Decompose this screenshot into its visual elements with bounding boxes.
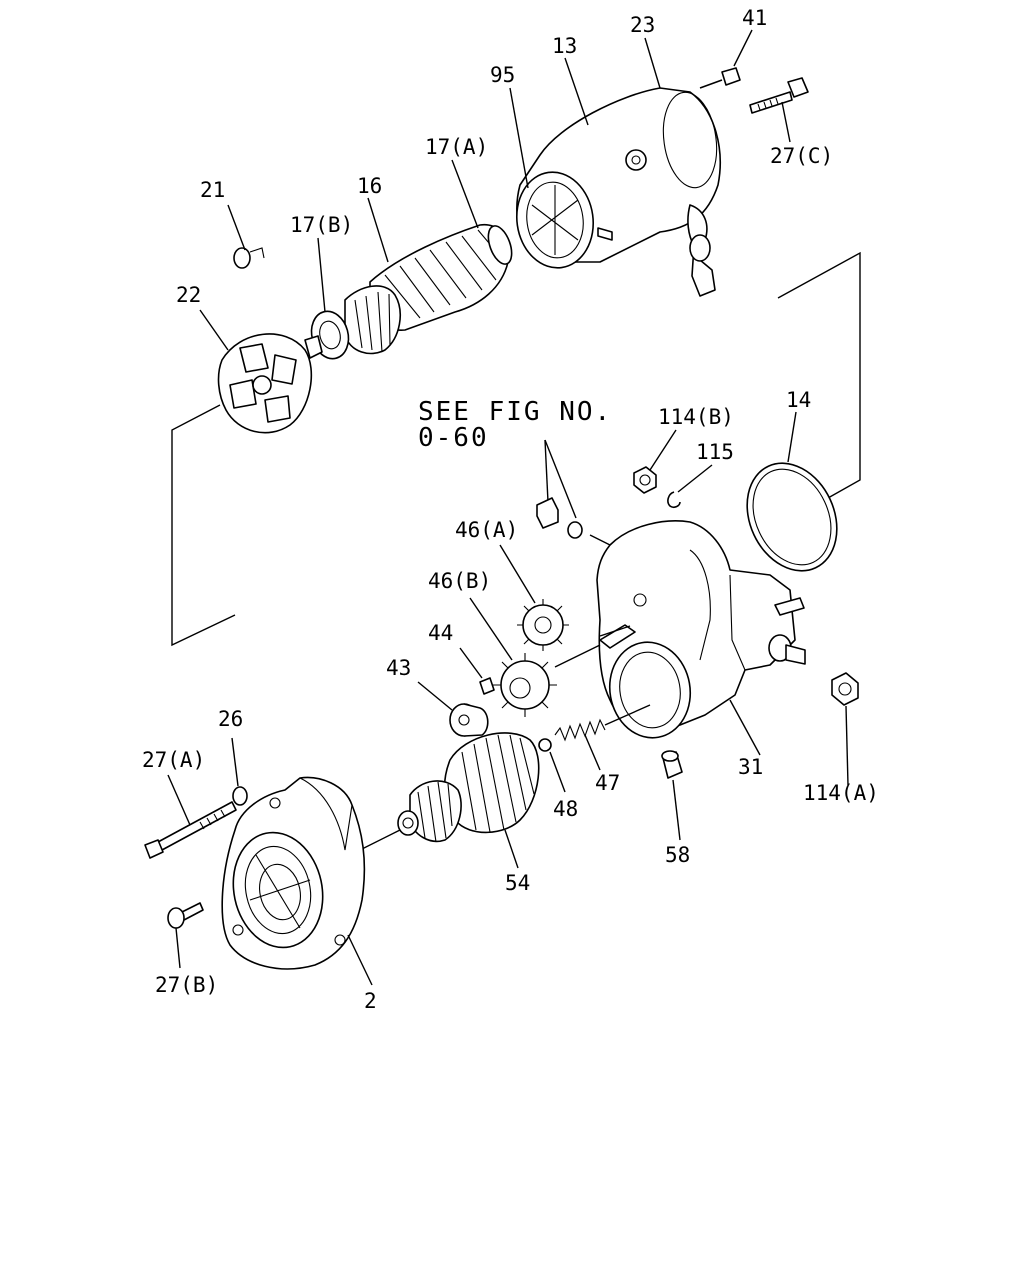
- callout-13: 13: [552, 34, 577, 58]
- leader-17a: [451, 159, 479, 229]
- callout-27c: 27(C): [770, 144, 833, 168]
- callout-44: 44: [428, 621, 453, 645]
- o-ring-part: [746, 462, 838, 572]
- leader-31: [729, 699, 761, 756]
- callout-46b: 46(B): [428, 569, 491, 593]
- yoke-housing-part: [515, 87, 721, 297]
- callout-114b: 114(B): [658, 405, 734, 429]
- washer-part: [567, 521, 583, 539]
- leader-114b: [649, 429, 677, 471]
- spring-47-part: [554, 704, 651, 742]
- leader-58: [672, 779, 681, 841]
- callout-54: 54: [505, 871, 530, 895]
- leader-23: [644, 37, 661, 89]
- assembly-line-right: [777, 251, 861, 499]
- callout-43: 43: [386, 656, 411, 680]
- leader-27c: [781, 101, 791, 143]
- leader-21: [227, 204, 246, 251]
- washer-26-part: [232, 786, 248, 806]
- leader-115: [677, 464, 713, 493]
- pinion-clutch-part: [397, 732, 540, 843]
- leader-43: [417, 681, 453, 711]
- leader-17b: [317, 237, 326, 313]
- assembly-line-left: [171, 404, 236, 647]
- clip-115-part: [667, 491, 681, 509]
- leader-54: [504, 829, 519, 869]
- callout-14: 14: [786, 388, 811, 412]
- callout-22: 22: [176, 283, 201, 307]
- leader-22: [199, 309, 229, 351]
- leader-46a: [499, 544, 536, 604]
- collar-43-part: [449, 703, 489, 737]
- plug-part: [536, 497, 559, 529]
- callout-23: 23: [630, 13, 655, 37]
- leader-47: [584, 734, 601, 771]
- leader-14: [787, 411, 797, 463]
- callout-27b: 27(B): [155, 973, 218, 997]
- front-bracket-part: [221, 776, 366, 970]
- pin-58-part: [661, 750, 683, 779]
- note-arrow-2: [544, 439, 577, 519]
- leader-27b: [175, 927, 181, 969]
- leader-95: [509, 87, 529, 189]
- leader-114a: [845, 705, 849, 786]
- pin-44-part: [479, 677, 495, 695]
- leader-46b: [469, 597, 513, 661]
- callout-115: 115: [696, 440, 734, 464]
- nut-114a-part: [831, 672, 859, 706]
- callout-46a: 46(A): [455, 518, 518, 542]
- callout-58: 58: [665, 843, 690, 867]
- gear-46a-part: [517, 599, 569, 651]
- callout-41: 41: [742, 6, 767, 30]
- callout-114a: 114(A): [803, 781, 879, 805]
- note-arrow-1: [544, 439, 549, 503]
- callout-21: 21: [200, 178, 225, 202]
- callout-27a: 27(A): [142, 748, 205, 772]
- leader-26: [231, 737, 239, 787]
- callout-16: 16: [357, 174, 382, 198]
- callout-47: 47: [595, 771, 620, 795]
- leader-2: [347, 934, 373, 986]
- leader-13: [564, 57, 589, 126]
- leader-27a: [167, 774, 191, 826]
- gear-46b-part: [493, 653, 557, 717]
- callout-17b: 17(B): [290, 213, 353, 237]
- stud-part: [768, 634, 806, 665]
- bolt-41-part: [699, 67, 741, 89]
- bolt-27a-part: [144, 801, 237, 859]
- leader-44: [459, 647, 483, 679]
- callout-17a: 17(A): [425, 135, 488, 159]
- bolt-27c-part: [749, 77, 809, 114]
- ball-48-part: [538, 738, 552, 752]
- callout-95: 95: [490, 63, 515, 87]
- armature-part: [304, 223, 513, 360]
- callout-48: 48: [553, 797, 578, 821]
- brush-holder-part: [217, 247, 313, 434]
- callout-2: 2: [364, 989, 377, 1013]
- callout-31: 31: [738, 755, 763, 779]
- nut-114b-part: [633, 466, 657, 494]
- leader-41: [733, 29, 753, 67]
- see-fig-note-line1: SEE FIG NO.: [418, 397, 612, 427]
- callout-26: 26: [218, 707, 243, 731]
- leader-16: [367, 197, 389, 263]
- see-fig-note-line2: 0-60: [418, 423, 489, 453]
- leader-48: [549, 751, 566, 793]
- screw-27b-part: [167, 902, 204, 929]
